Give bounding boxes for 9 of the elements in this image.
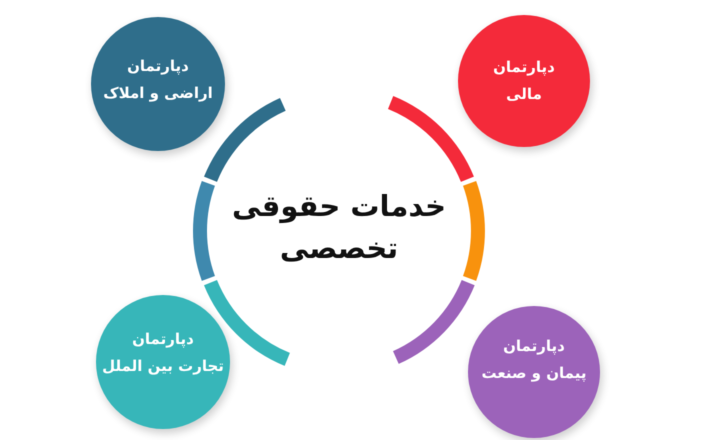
ring-arc-segment: [193, 181, 215, 281]
department-label: دپارتمان اراضی و املاک: [103, 56, 213, 104]
department-label: دپارتمان پیمان و صنعت: [482, 336, 586, 384]
department-label: دپارتمان تجارت بین الملل: [102, 329, 224, 377]
ring-arc-segment: [388, 96, 474, 182]
center-title: خدمات حقوقی تخصصی: [232, 185, 446, 269]
department-label: دپارتمان مالی: [493, 57, 555, 105]
ring-arc-segment: [392, 280, 474, 364]
ring-arc-segment: [463, 181, 485, 281]
